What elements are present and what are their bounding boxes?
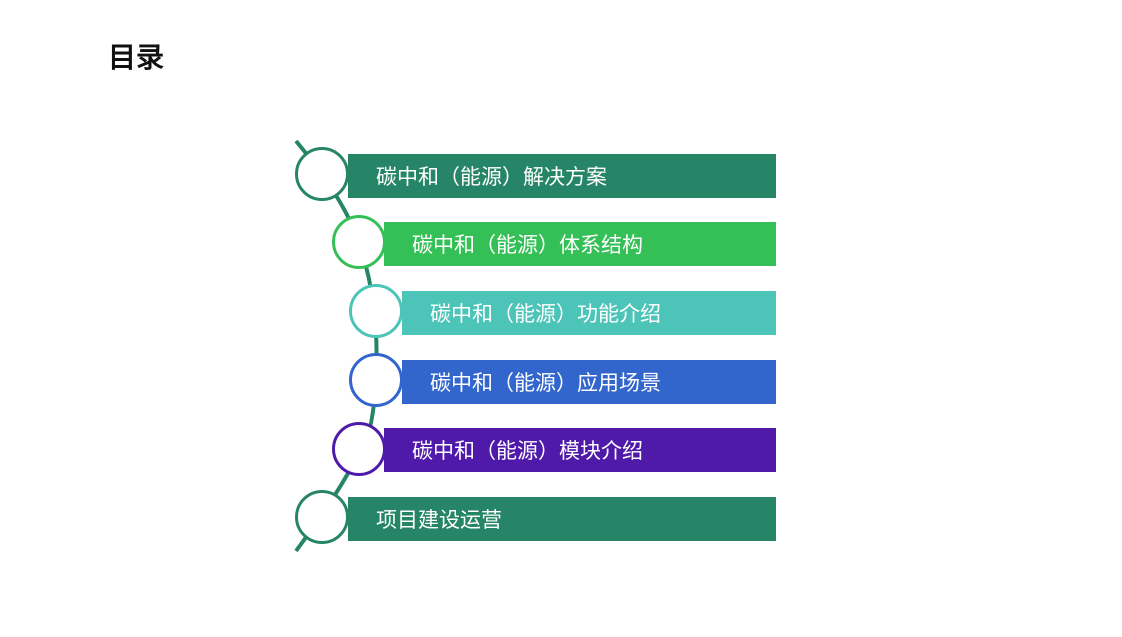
toc-item-3[interactable]: 碳中和（能源）功能介绍 [402,291,776,335]
toc-item-label: 碳中和（能源）功能介绍 [430,302,661,326]
toc-item-marker [332,422,386,476]
toc-item-marker [295,490,349,544]
toc-item-label: 碳中和（能源）解决方案 [376,165,607,189]
toc-item-6[interactable]: 项目建设运营 [348,497,776,541]
toc-item-label: 碳中和（能源）体系结构 [412,233,643,257]
toc-item-marker [295,147,349,201]
page-title: 目录 [108,41,165,74]
toc-item-marker [349,284,403,338]
toc-item-2[interactable]: 碳中和（能源）体系结构 [384,222,776,266]
toc-item-marker [349,353,403,407]
toc-item-label: 碳中和（能源）模块介绍 [412,439,643,463]
toc-item-marker [332,215,386,269]
toc-item-5[interactable]: 碳中和（能源）模块介绍 [384,428,776,472]
toc-item-1[interactable]: 碳中和（能源）解决方案 [348,154,776,198]
toc-item-label: 项目建设运营 [376,508,502,532]
toc-item-label: 碳中和（能源）应用场景 [430,371,661,395]
toc-item-4[interactable]: 碳中和（能源）应用场景 [402,360,776,404]
